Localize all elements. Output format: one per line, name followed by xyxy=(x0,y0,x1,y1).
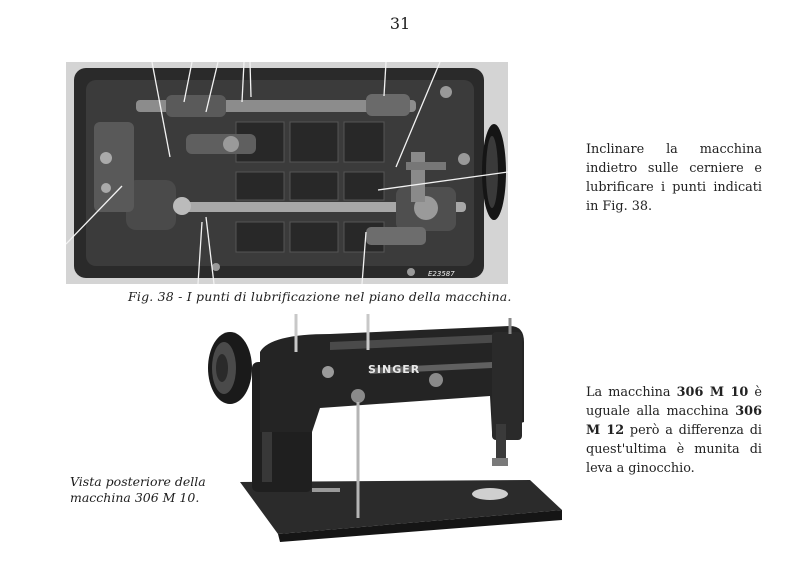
model-306-m10: 306 M 10 xyxy=(676,385,749,400)
machine-rear-view-caption: Vista posteriore della macchina 306 M 10… xyxy=(70,474,210,506)
model-306-m12: 306 M 12 xyxy=(586,404,762,438)
lubrication-instruction: Inclinare la macchina indietro sulle cer… xyxy=(586,142,762,214)
model-comparison-note: La macchina 306 M 10 è uguale alla macch… xyxy=(586,383,762,478)
caption-line-1: Vista posteriore della xyxy=(70,474,206,489)
figure-38-photo: E23587 xyxy=(66,62,508,284)
figure-38-caption: Fig. 38 - I punti di lubrificazione nel … xyxy=(128,289,512,304)
caption-line-2: macchina 306 M 10. xyxy=(70,490,200,505)
figure-stamp: E23587 xyxy=(428,270,455,278)
machine-rear-view-photo: SINGER xyxy=(208,314,562,542)
note-part-2: è uguale alla macchina xyxy=(586,385,762,419)
note-part-1: La macchina xyxy=(586,385,677,400)
page-number: 31 xyxy=(389,14,411,33)
note-part-3: però a differenza di quest'ultima è muni… xyxy=(586,423,762,476)
singer-logo: SINGER xyxy=(368,363,420,376)
